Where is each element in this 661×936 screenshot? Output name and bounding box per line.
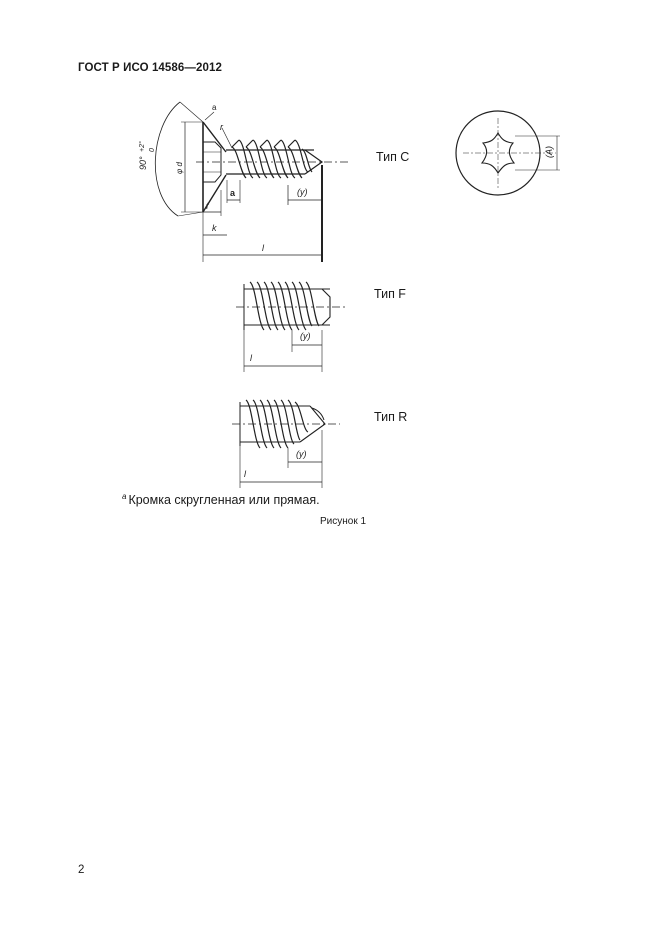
a-label: a	[230, 188, 236, 198]
type-c-label: Тип С	[376, 150, 410, 164]
figure-caption: Рисунок 1	[320, 516, 367, 527]
y-label-f: (y)	[300, 331, 311, 341]
footnote-marker-label: a	[212, 103, 217, 112]
diameter-label: φ d	[175, 162, 184, 174]
tolerance-plus-label: +2°	[138, 141, 146, 152]
type-r-label: Тип R	[374, 410, 408, 424]
screw-type-c	[154, 101, 350, 262]
f-label: f	[206, 201, 210, 211]
document-header: ГОСТ Р ИСО 14586—2012	[78, 62, 223, 74]
l-label: l	[262, 243, 265, 253]
page-number: 2	[78, 864, 85, 876]
y-label-c: (y)	[297, 187, 308, 197]
l-label-f: l	[250, 353, 253, 363]
y-label-r: (y)	[296, 449, 307, 459]
screw-type-f	[236, 281, 345, 372]
type-f-label: Тип F	[374, 287, 406, 301]
footnote-marker: a	[122, 492, 127, 501]
A-label: (A)	[544, 146, 554, 158]
figure-1: 90° +2° 0 φ d a r f a k l (y) (A)	[138, 101, 560, 488]
screw-type-r	[232, 399, 340, 488]
r-label: r	[220, 122, 224, 132]
l-label-r: l	[244, 469, 247, 479]
k-label: k	[212, 223, 217, 233]
footnote-text: Кромка скругленная или прямая.	[128, 493, 320, 508]
tolerance-zero-label: 0	[149, 148, 156, 152]
angle-label: 90°	[138, 156, 148, 170]
head-top-view	[455, 110, 560, 196]
